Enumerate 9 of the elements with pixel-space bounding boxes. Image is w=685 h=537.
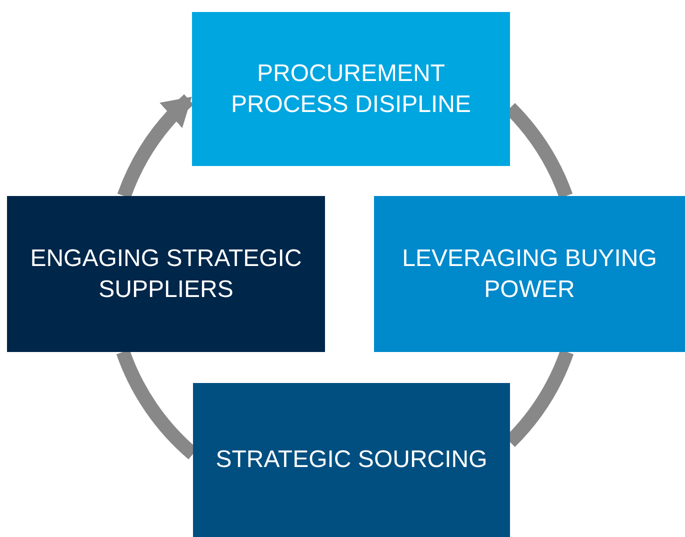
cycle-arrow [118,94,194,199]
box-label: ENGAGING STRATEGIC SUPPLIERS [29,244,303,305]
process-box [192,12,510,166]
process-box [193,383,510,537]
box-label: STRATEGIC SOURCING [216,445,488,476]
box-label: LEVERAGING BUYING POWER [401,244,658,305]
process-box [7,196,325,352]
process-box [374,196,685,352]
box-label: PROCUREMENT PROCESS DISIPLINE [230,58,472,120]
